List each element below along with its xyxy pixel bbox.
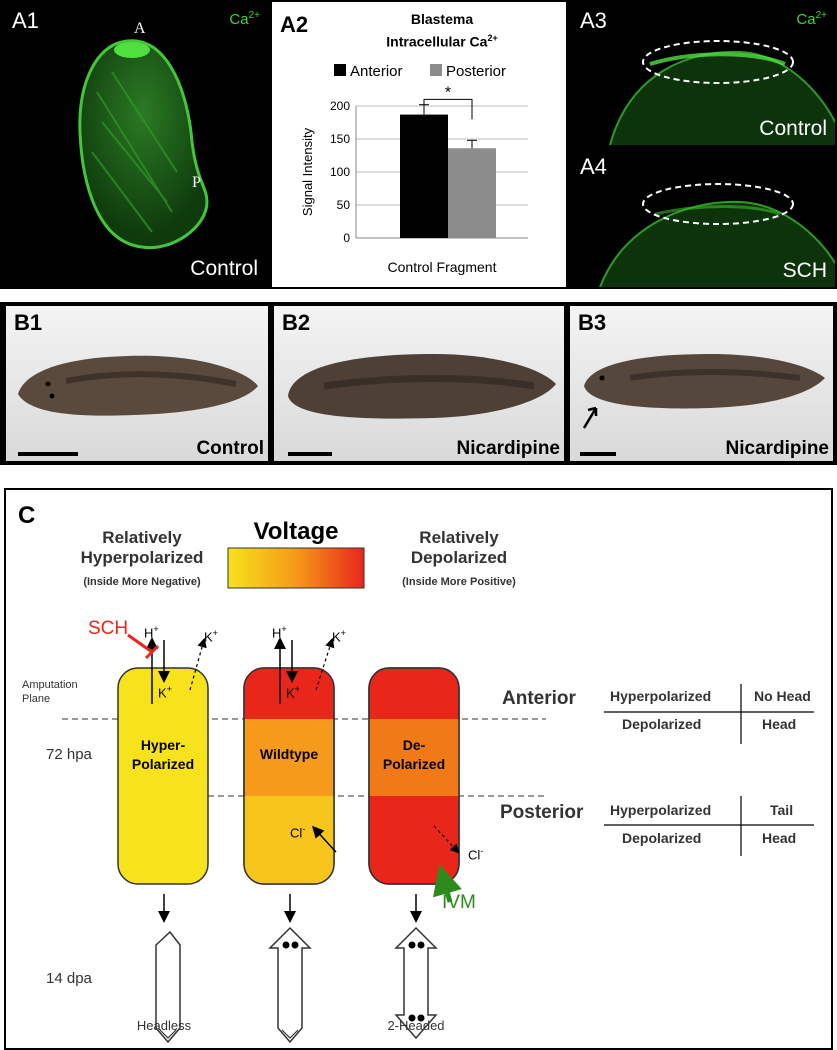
panel-a3: A3 Ca2+ Control xyxy=(570,2,835,145)
a2-label: A2 xyxy=(280,12,309,37)
post-row1-outcome: Tail xyxy=(770,802,794,818)
ant-row2-state: Depolarized xyxy=(622,716,702,732)
y-axis-title: Signal Intensity xyxy=(300,127,315,216)
x-axis-title: Control Fragment xyxy=(388,259,497,275)
panel-b1: B1 Control xyxy=(4,304,270,463)
legend-label: Posterior xyxy=(446,63,506,80)
a4-caption: SCH xyxy=(782,259,827,282)
chart-title: Blastema Intracellular Ca2+ xyxy=(386,11,498,50)
b3-scale-bar xyxy=(580,452,616,456)
a4-label: A4 xyxy=(580,154,607,179)
post-row1-state: Hyperpolarized xyxy=(610,802,712,818)
cylinder-2-label: Wildtype xyxy=(259,746,319,762)
b2-label: B2 xyxy=(282,310,311,335)
significance-bracket xyxy=(423,98,473,120)
hpa-label: 72 hpa xyxy=(46,746,92,763)
b3-flatworm-photo xyxy=(582,354,825,429)
panel-a4: A4 SCH xyxy=(570,148,835,287)
cylinder-3-label: De-Polarized xyxy=(382,737,446,772)
y-tick-label: 150 xyxy=(330,132,350,146)
b2-scale-bar xyxy=(288,452,332,456)
ivm-label: IVM xyxy=(442,892,476,913)
b2-flatworm-photo xyxy=(288,354,556,419)
k-ion-2-in: K+ xyxy=(286,684,300,701)
panel-a2-chart: A2 Blastema Intracellular Ca2+ Anterior P… xyxy=(272,2,566,287)
b2-caption: Nicardipine xyxy=(456,438,560,459)
panel-a1: A1 Ca2+ A P Control xyxy=(2,2,268,287)
post-row2-outcome: Head xyxy=(762,830,797,846)
worm-headless xyxy=(155,930,181,1044)
h-ion-1: H+ xyxy=(144,624,159,641)
b1-flatworm-photo xyxy=(18,355,258,416)
a3-label: A3 xyxy=(580,8,607,33)
b3-arrow xyxy=(582,406,598,429)
k-ion-1-out: K+ xyxy=(204,628,218,645)
a1-anterior-mark: A xyxy=(134,20,146,37)
h-ion-2: H+ xyxy=(272,624,287,641)
a1-posterior-mark: P xyxy=(192,174,201,191)
y-tick-label: 0 xyxy=(343,231,350,245)
b1-caption: Control xyxy=(196,438,264,459)
panel-c-diagram xyxy=(62,547,814,1044)
ant-row2-outcome: Head xyxy=(762,716,797,732)
panel-c-label: C xyxy=(18,502,36,529)
worm-wildtype xyxy=(268,926,312,1044)
b3-caption: Nicardipine xyxy=(725,438,829,459)
y-tick-label: 50 xyxy=(337,198,351,212)
a3-caption: Control xyxy=(759,117,827,140)
cl-ion-3: Cl- xyxy=(468,846,484,863)
bar-posterior xyxy=(448,148,496,238)
a1-flatworm-image xyxy=(78,39,209,250)
worm-two-headed xyxy=(394,926,438,1040)
anterior-heading: Anterior xyxy=(502,688,576,709)
cylinder-hyperpolarized xyxy=(117,667,209,885)
y-tick-label: 100 xyxy=(330,165,350,179)
a3-blastema-image xyxy=(609,40,835,145)
panel-b3: B3 Nicardipine xyxy=(568,304,835,463)
cl-ion-2: Cl- xyxy=(290,824,306,841)
ant-row1-state: Hyperpolarized xyxy=(610,688,712,704)
posterior-heading: Posterior xyxy=(500,802,584,823)
sch-label: SCH xyxy=(88,618,129,639)
k-ion-1-in: K+ xyxy=(158,684,172,701)
b1-scale-bar xyxy=(18,452,78,456)
a3-ion-label: Ca2+ xyxy=(796,10,827,28)
voltage-gradient-bar xyxy=(227,547,365,589)
legend-swatch xyxy=(334,64,346,76)
panel-b2: B2 Nicardipine xyxy=(272,304,566,463)
a1-ion-label: Ca2+ xyxy=(229,10,260,28)
k-ion-2-out: K+ xyxy=(332,628,346,645)
bar-chart: Anterior Posterior 0 50 100 150 200 * Signal Int… xyxy=(300,63,528,275)
y-tick-label: 200 xyxy=(330,99,350,113)
b3-label: B3 xyxy=(578,310,607,335)
a4-blastema-image xyxy=(599,183,835,287)
b1-label: B1 xyxy=(14,310,43,335)
cylinder-1-label: Hyper-Polarized xyxy=(131,737,195,772)
a1-label: A1 xyxy=(12,8,39,33)
outcome-headless: Headless xyxy=(136,1018,192,1033)
legend-label: Anterior xyxy=(350,63,403,80)
a1-caption: Control xyxy=(190,257,258,280)
dpa-label: 14 dpa xyxy=(46,970,92,987)
ant-row1-outcome: No Head xyxy=(754,688,811,704)
significance-star: * xyxy=(445,84,451,101)
post-row2-state: Depolarized xyxy=(622,830,702,846)
legend-swatch xyxy=(430,64,442,76)
voltage-title: Voltage xyxy=(253,518,339,545)
outcome-two-headed: 2-Headed xyxy=(387,1018,445,1033)
bar-anterior xyxy=(400,114,448,238)
